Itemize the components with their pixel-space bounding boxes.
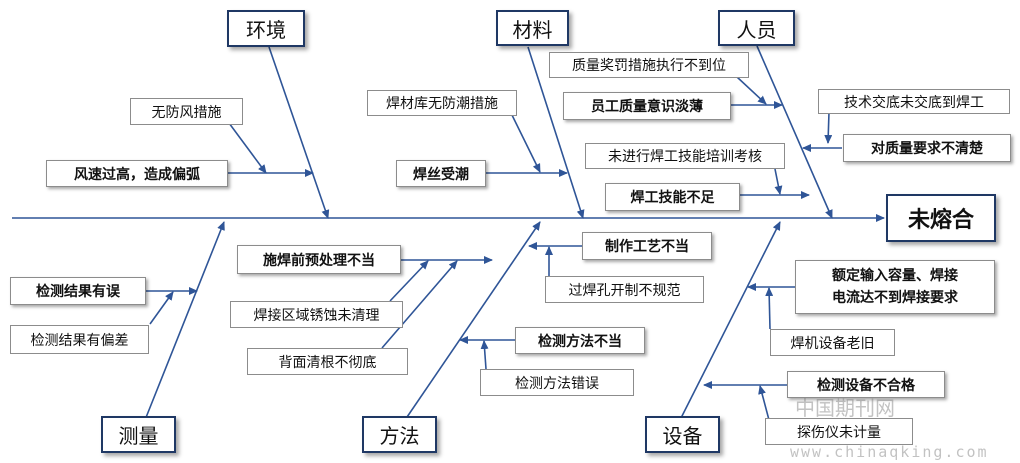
effect-label: 未熔合 xyxy=(907,208,974,233)
category-equipment-label: 设备 xyxy=(662,424,703,448)
cause-detector-uncalibrated: 探伤仪未计量 xyxy=(765,418,913,445)
cause-unclear-quality-req-label: 对质量要求不清楚 xyxy=(871,141,983,157)
cause-input-capacity: 额定输入容量、焊接 电流达不到焊接要求 xyxy=(795,260,995,314)
cause-welder-skill-low-label: 焊工技能不足 xyxy=(630,190,715,206)
cause-hole-irregular: 过焊孔开制不规范 xyxy=(545,276,704,303)
cause-wire-damp: 焊丝受潮 xyxy=(396,160,486,187)
cause-staff-quality-awareness-label: 员工质量意识淡薄 xyxy=(591,99,703,115)
cause-warehouse-no-moisture: 焊材库无防潮措施 xyxy=(367,90,517,116)
watermark-url: www.chinaqking.com xyxy=(790,443,989,461)
cause-test-equipment-unqualified: 检测设备不合格 xyxy=(787,371,945,398)
bone-personnel xyxy=(756,45,833,219)
cause-no-training-label: 未进行焊工技能培训考核 xyxy=(608,149,762,165)
cause-equipment-aging-label: 焊机设备老旧 xyxy=(790,335,875,352)
cause-no-windproof: 无防风措施 xyxy=(130,98,243,125)
effect-box: 未熔合 xyxy=(886,194,996,242)
cause-unclear-quality-req: 对质量要求不清楚 xyxy=(843,134,1011,162)
category-equipment: 设备 xyxy=(645,416,720,453)
cause-no-windproof-label: 无防风措施 xyxy=(151,104,222,121)
cause-rust-not-cleaned: 焊接区域锈蚀未清理 xyxy=(230,301,403,328)
cause-process-improper-label: 制作工艺不当 xyxy=(605,239,689,255)
watermark-cn: 中国期刊网 xyxy=(795,392,895,421)
bone-environment xyxy=(268,46,330,219)
cause-wire-damp-label: 焊丝受潮 xyxy=(413,166,469,183)
cause-test-method-wrong: 检测方法错误 xyxy=(480,369,634,396)
category-environment-label: 环境 xyxy=(246,18,286,42)
cause-input-capacity-line2: 电流达不到焊接要求 xyxy=(832,290,958,306)
watermark-url-text: www.chinaqking.com xyxy=(790,443,989,461)
category-environment: 环境 xyxy=(227,10,305,47)
cause-reward-punish-label: 质量奖罚措施执行不到位 xyxy=(572,58,726,74)
cause-no-training: 未进行焊工技能培训考核 xyxy=(585,143,785,169)
bone-material xyxy=(527,46,585,219)
cause-tech-briefing-label: 技术交底未交底到焊工 xyxy=(844,94,984,111)
cause-warehouse-no-moisture-label: 焊材库无防潮措施 xyxy=(386,96,498,112)
cause-back-gouging-label: 背面清根不彻底 xyxy=(278,354,377,371)
cause-result-deviation: 检测结果有偏差 xyxy=(10,325,149,354)
cause-test-method-improper-label: 检测方法不当 xyxy=(538,333,622,350)
cause-reward-punish: 质量奖罚措施执行不到位 xyxy=(549,52,749,78)
cause-back-gouging: 背面清根不彻底 xyxy=(247,348,408,375)
cause-result-error: 检测结果有误 xyxy=(10,277,146,305)
bone-method xyxy=(404,221,541,421)
category-material-label: 材料 xyxy=(512,17,553,42)
cause-staff-quality-awareness: 员工质量意识淡薄 xyxy=(563,92,731,120)
cause-test-equipment-unqualified-label: 检测设备不合格 xyxy=(817,377,915,394)
cause-preweld-improper-label: 施焊前预处理不当 xyxy=(263,252,375,269)
bone-measurement xyxy=(144,221,225,421)
cause-result-deviation-label: 检测结果有偏差 xyxy=(30,332,129,349)
cause-preweld-improper: 施焊前预处理不当 xyxy=(237,245,401,274)
category-personnel-label: 人员 xyxy=(736,17,777,42)
cause-test-method-improper: 检测方法不当 xyxy=(515,327,645,354)
cause-input-capacity-line1: 额定输入容量、焊接 xyxy=(832,268,958,284)
category-material: 材料 xyxy=(496,10,569,46)
category-measurement-label: 测量 xyxy=(118,424,159,448)
cause-rust-not-cleaned-label: 焊接区域锈蚀未清理 xyxy=(253,307,380,324)
cause-tech-briefing: 技术交底未交底到焊工 xyxy=(818,89,1010,114)
category-measurement: 测量 xyxy=(101,416,176,453)
cause-equipment-aging: 焊机设备老旧 xyxy=(770,329,895,356)
category-method: 方法 xyxy=(362,416,437,453)
cause-high-wind-label: 风速过高，造成偏弧 xyxy=(74,166,200,183)
cause-test-method-wrong-label: 检测方法错误 xyxy=(515,375,599,392)
cause-hole-irregular-label: 过焊孔开制不规范 xyxy=(568,282,681,299)
cause-process-improper: 制作工艺不当 xyxy=(582,232,712,260)
cause-high-wind: 风速过高，造成偏弧 xyxy=(46,160,228,187)
bone-equipment xyxy=(679,221,781,421)
watermark-cn-text: 中国期刊网 xyxy=(795,396,895,420)
category-personnel: 人员 xyxy=(718,10,795,46)
cause-welder-skill-low: 焊工技能不足 xyxy=(605,183,740,211)
cause-detector-uncalibrated-label: 探伤仪未计量 xyxy=(797,424,881,441)
cause-result-error-label: 检测结果有误 xyxy=(36,284,120,300)
category-method-label: 方法 xyxy=(379,424,420,448)
